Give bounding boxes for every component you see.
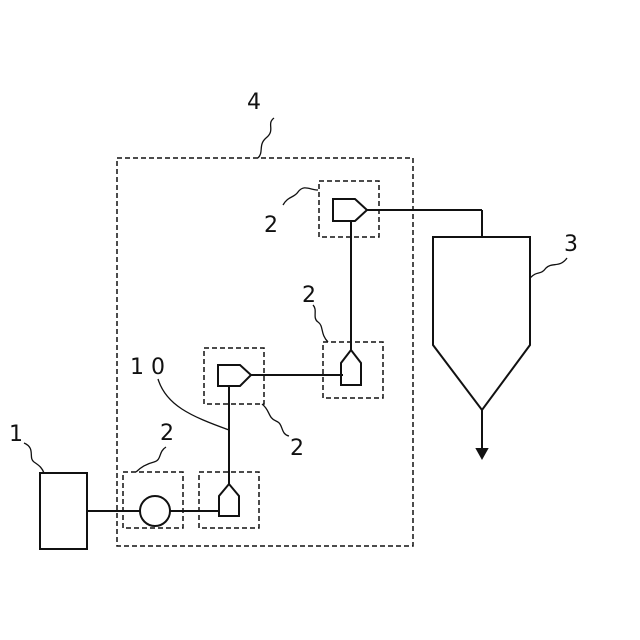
- leader-dryer: [530, 258, 567, 278]
- unit-box-pump: [123, 472, 183, 528]
- right-mid-node-icon: [341, 350, 361, 385]
- source-box: [40, 473, 87, 549]
- label-unit-right-mid: 2: [302, 283, 316, 308]
- dryer-outlet-arrowhead-icon: [477, 449, 487, 458]
- mid-node-icon: [218, 365, 251, 386]
- top-node-icon: [333, 199, 367, 221]
- unit-box-right-mid: [323, 342, 383, 398]
- label-enclosure: 4: [247, 90, 261, 115]
- label-unit-pump: 2: [160, 421, 174, 446]
- leader-unit-right-mid: [313, 305, 328, 342]
- leader-unit-pump: [136, 447, 166, 472]
- dryer-vessel: [433, 237, 530, 410]
- leader-unit-top: [283, 188, 318, 205]
- lower-left-node-icon: [219, 484, 239, 516]
- leader-source: [24, 443, 44, 473]
- label-conveyor-line: 1 0: [130, 355, 165, 380]
- label-unit-top: 2: [264, 213, 278, 238]
- label-dryer: 3: [564, 232, 578, 257]
- pump-symbol: [140, 496, 170, 526]
- leader-unit-mid: [262, 404, 289, 436]
- leader-enclosure: [258, 118, 274, 158]
- label-unit-lower-left: 2: [290, 436, 304, 461]
- label-source: 1: [9, 422, 23, 447]
